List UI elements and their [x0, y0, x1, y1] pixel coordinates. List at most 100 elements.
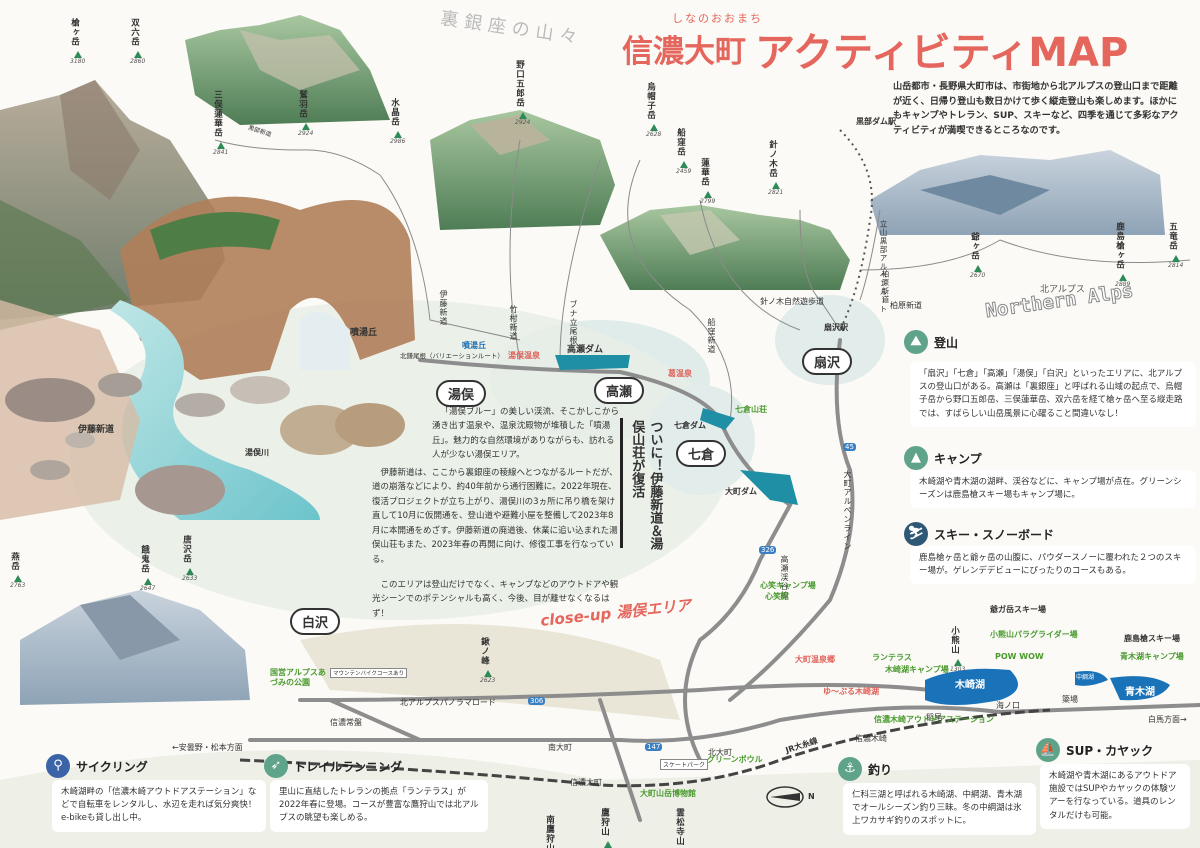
peak-name: 蓮華岳 — [699, 158, 710, 187]
omachi-dam[interactable]: 大町ダム — [725, 487, 757, 496]
ogisawa-station[interactable]: 扇沢駅 — [824, 323, 848, 332]
inao: 稲尾 — [926, 713, 942, 722]
bicycle-icon: ⚲ — [46, 754, 70, 778]
area-ogisawa[interactable]: 扇沢 — [802, 348, 853, 375]
kurobe-dam-station[interactable]: 黒部ダム駅 — [856, 117, 896, 126]
yupuru[interactable]: ゆ〜ぷる木崎湖 — [823, 687, 879, 696]
skate-park[interactable]: スケートパーク — [660, 759, 709, 770]
peak-name: 五竜岳 — [1167, 222, 1178, 251]
outdoor-station[interactable]: 信濃木崎アウトドアステーション — [874, 715, 994, 724]
hiker-icon: ⛰ — [904, 330, 928, 354]
trail-takemura: 竹村新道 — [509, 305, 518, 341]
peak-elevation: 2647 — [140, 584, 156, 592]
area-yumata[interactable]: 湯俣 — [436, 380, 487, 407]
funsha-marker[interactable]: 噴湯丘 — [462, 341, 486, 350]
peak-name: 霊松寺山 — [674, 808, 685, 846]
peak-name: 槍ヶ岳 — [69, 18, 80, 47]
peak-elevation: 2459 — [676, 167, 692, 175]
kokoro-kan[interactable]: 心笑館 — [765, 592, 789, 601]
peak-elevation: 2860 — [130, 57, 146, 65]
peak-elevation: 2986 — [390, 137, 406, 145]
katsura-onsen[interactable]: 葛温泉 — [668, 369, 692, 378]
peak-marker[interactable]: 鷹狩山1164 — [600, 808, 615, 848]
peak-triangle-icon — [393, 130, 402, 138]
peak-triangle-icon — [13, 575, 22, 582]
route-326: 326 — [759, 546, 777, 554]
nanakura-dam[interactable]: 七倉ダム — [674, 421, 706, 430]
peak-triangle-icon — [133, 50, 142, 58]
mtb-course-tag: マウンテンバイクコースあり — [330, 668, 408, 678]
runner-icon: ➶ — [264, 754, 288, 778]
peak-triangle-icon — [649, 124, 658, 131]
peak-name: 双六岳 — [129, 18, 140, 47]
trail-kashiwara: 柏原新道 — [881, 270, 890, 304]
sup-card: 木崎湖や青木湖にあるアウトドア施設ではSUPやカヤックの体験ツアーを行なっている… — [1040, 764, 1190, 829]
kashimayari-ski[interactable]: 鹿島槍スキー場 — [1124, 634, 1180, 643]
peak-marker[interactable]: 双六岳 2860 — [129, 18, 146, 65]
lanterrace[interactable]: ランテラス — [872, 653, 912, 662]
peak-marker[interactable]: 餓鬼岳 2647 — [139, 545, 156, 592]
nakatsuna-label: 中綱湖 — [1076, 674, 1095, 681]
area-nanakura[interactable]: 七倉 — [676, 440, 727, 467]
closeup-text-1: 「湯俣ブルー」の美しい渓流、そこかしこから湧き出す温泉や、温泉沈殿物が堆積した「… — [432, 407, 620, 461]
nanakura-sanso[interactable]: 七倉山荘 — [735, 405, 767, 414]
station-shinano-omachi: 信濃大町 — [570, 778, 602, 787]
title-place: 信濃大町 — [622, 34, 746, 70]
powwow[interactable]: POW WOW — [995, 652, 1044, 661]
peak-name: 餓鬼岳 — [139, 545, 150, 574]
peak-triangle-icon — [518, 111, 527, 119]
green-bowl[interactable]: グリーンボウル — [707, 755, 763, 764]
peak-marker[interactable]: 南鷹狩山1167 — [545, 815, 560, 848]
area-shirasawa[interactable]: 白沢 — [290, 608, 341, 635]
peak-marker[interactable]: 槍ヶ岳 3180 — [69, 18, 86, 65]
kokuei-park[interactable]: 国営アルプスあづみの公園 — [270, 668, 326, 688]
photo-ito-shindo: 伊藤新道 — [78, 425, 115, 435]
trail-tateyama-route: 立山黒部アルペンルート — [879, 220, 888, 314]
fishing-card: 仁科三湖と呼ばれる木崎湖、中綱湖、青木湖でオールシーズン釣り三昧。冬の中綱湖は氷… — [843, 783, 1036, 835]
koguma-paraglider[interactable]: 小熊山パラグライダー場 — [990, 630, 1078, 639]
peak-name: 小熊山 — [949, 626, 960, 655]
road-lake: 高瀬渓谷線 — [780, 555, 789, 600]
trail-funakubo: 船窪新道 — [707, 318, 716, 354]
peak-elevation: 2889 — [1115, 280, 1131, 288]
camp-card: 木崎湖や青木湖の湖畔、渓谷などに、キャンプ場が点在。グリーンシーズンは鹿島槍スキ… — [910, 470, 1196, 509]
takase-dam[interactable]: 高瀬ダム — [567, 345, 604, 355]
peak-name: 唐沢岳 — [181, 535, 192, 564]
peak-marker[interactable]: 霊松寺山1128 — [675, 808, 690, 848]
closeup-banner: ついに！伊藤新道＆湯俣山荘が復活 — [629, 420, 663, 550]
peak-name: 燕岳 — [9, 552, 20, 571]
nanakura-dam-shape — [700, 408, 735, 430]
kizakiko-camp[interactable]: 木崎湖キャンプ場 — [885, 665, 949, 674]
sangaku-museum[interactable]: 大町山岳博物館 — [640, 789, 696, 798]
kizaki-lake-label: 木崎湖 — [955, 680, 985, 691]
trail-title: ➶トレイルランニング — [264, 754, 402, 778]
peak-triangle-icon — [1118, 273, 1127, 281]
climbing-card: 「扇沢」「七倉」「高瀬」「湯俣」「白沢」といったエリアに、北アルプスの登山口があ… — [910, 362, 1196, 427]
omachi-onsenkyo[interactable]: 大町温泉郷 — [795, 655, 835, 664]
peak-triangle-icon — [301, 122, 310, 130]
peak-elevation: 3180 — [70, 57, 86, 65]
jiigatake-ski[interactable]: 爺ガ岳スキー場 — [990, 605, 1046, 614]
aokiko-camp[interactable]: 青木湖キャンプ場 — [1120, 652, 1184, 661]
peak-triangle-icon — [73, 50, 82, 58]
kokoro-camp[interactable]: 心笑キャンプ場 — [760, 581, 816, 590]
aoki-lake-label: 青木湖 — [1125, 687, 1155, 698]
area-takase[interactable]: 高瀬 — [594, 377, 645, 404]
title-ruby: しなのおおまち — [672, 12, 763, 25]
yumata-onsen[interactable]: 湯俣温泉 — [508, 351, 540, 360]
